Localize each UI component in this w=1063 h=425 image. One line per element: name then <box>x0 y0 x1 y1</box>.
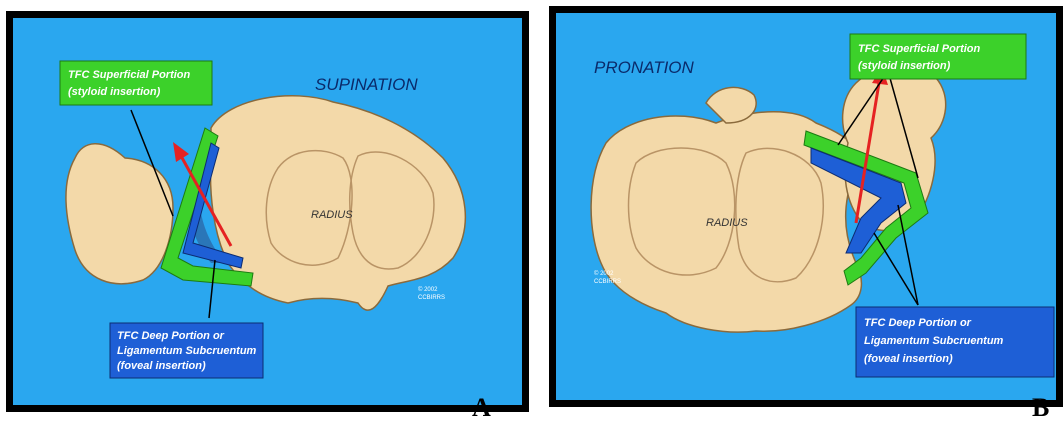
superficial-label-line-1: TFC Superficial Portion <box>858 43 981 55</box>
deep-label-box: TFC Deep Portion or Ligamentum Subcruent… <box>110 323 263 378</box>
deep-label-line-1: TFC Deep Portion or <box>117 330 225 342</box>
deep-label-line-3: (foveal insertion) <box>864 353 953 365</box>
panel-letter-a: A <box>472 393 491 423</box>
deep-label-line-2: Ligamentum Subcruentum <box>117 345 257 357</box>
credit-line-2: CCBIRRS <box>594 279 621 285</box>
panel-title: PRONATION <box>594 58 695 77</box>
pronation-diagram: TFC Superficial Portion (styloid inserti… <box>556 13 1056 400</box>
superficial-label-box: TFC Superficial Portion (styloid inserti… <box>850 34 1026 79</box>
deep-label-box: TFC Deep Portion or Ligamentum Subcruent… <box>856 307 1054 377</box>
credit-line-1: © 2002 <box>594 270 614 277</box>
deep-label-line-2: Ligamentum Subcruentum <box>864 335 1004 347</box>
credit-line-2: CCBIRRS <box>418 295 445 301</box>
superficial-label-line-2: (styloid insertion) <box>858 60 951 72</box>
deep-label-line-1: TFC Deep Portion or <box>864 317 972 329</box>
superficial-label-box: TFC Superficial Portion (styloid inserti… <box>60 61 212 105</box>
supination-diagram: TFC Superficial Portion (styloid inserti… <box>13 18 522 405</box>
panel-title: SUPINATION <box>315 75 418 94</box>
credit-line-1: © 2002 <box>418 286 438 293</box>
radius-label: RADIUS <box>706 217 748 229</box>
deep-label-line-3: (foveal insertion) <box>117 360 206 372</box>
superficial-label-line-1: TFC Superficial Portion <box>68 69 191 81</box>
panel-b: TFC Superficial Portion (styloid inserti… <box>549 6 1063 407</box>
radius-label: RADIUS <box>311 209 353 221</box>
superficial-label-line-2: (styloid insertion) <box>68 86 161 98</box>
panel-a: TFC Superficial Portion (styloid inserti… <box>6 11 529 412</box>
panel-letter-b: B <box>1032 393 1049 423</box>
